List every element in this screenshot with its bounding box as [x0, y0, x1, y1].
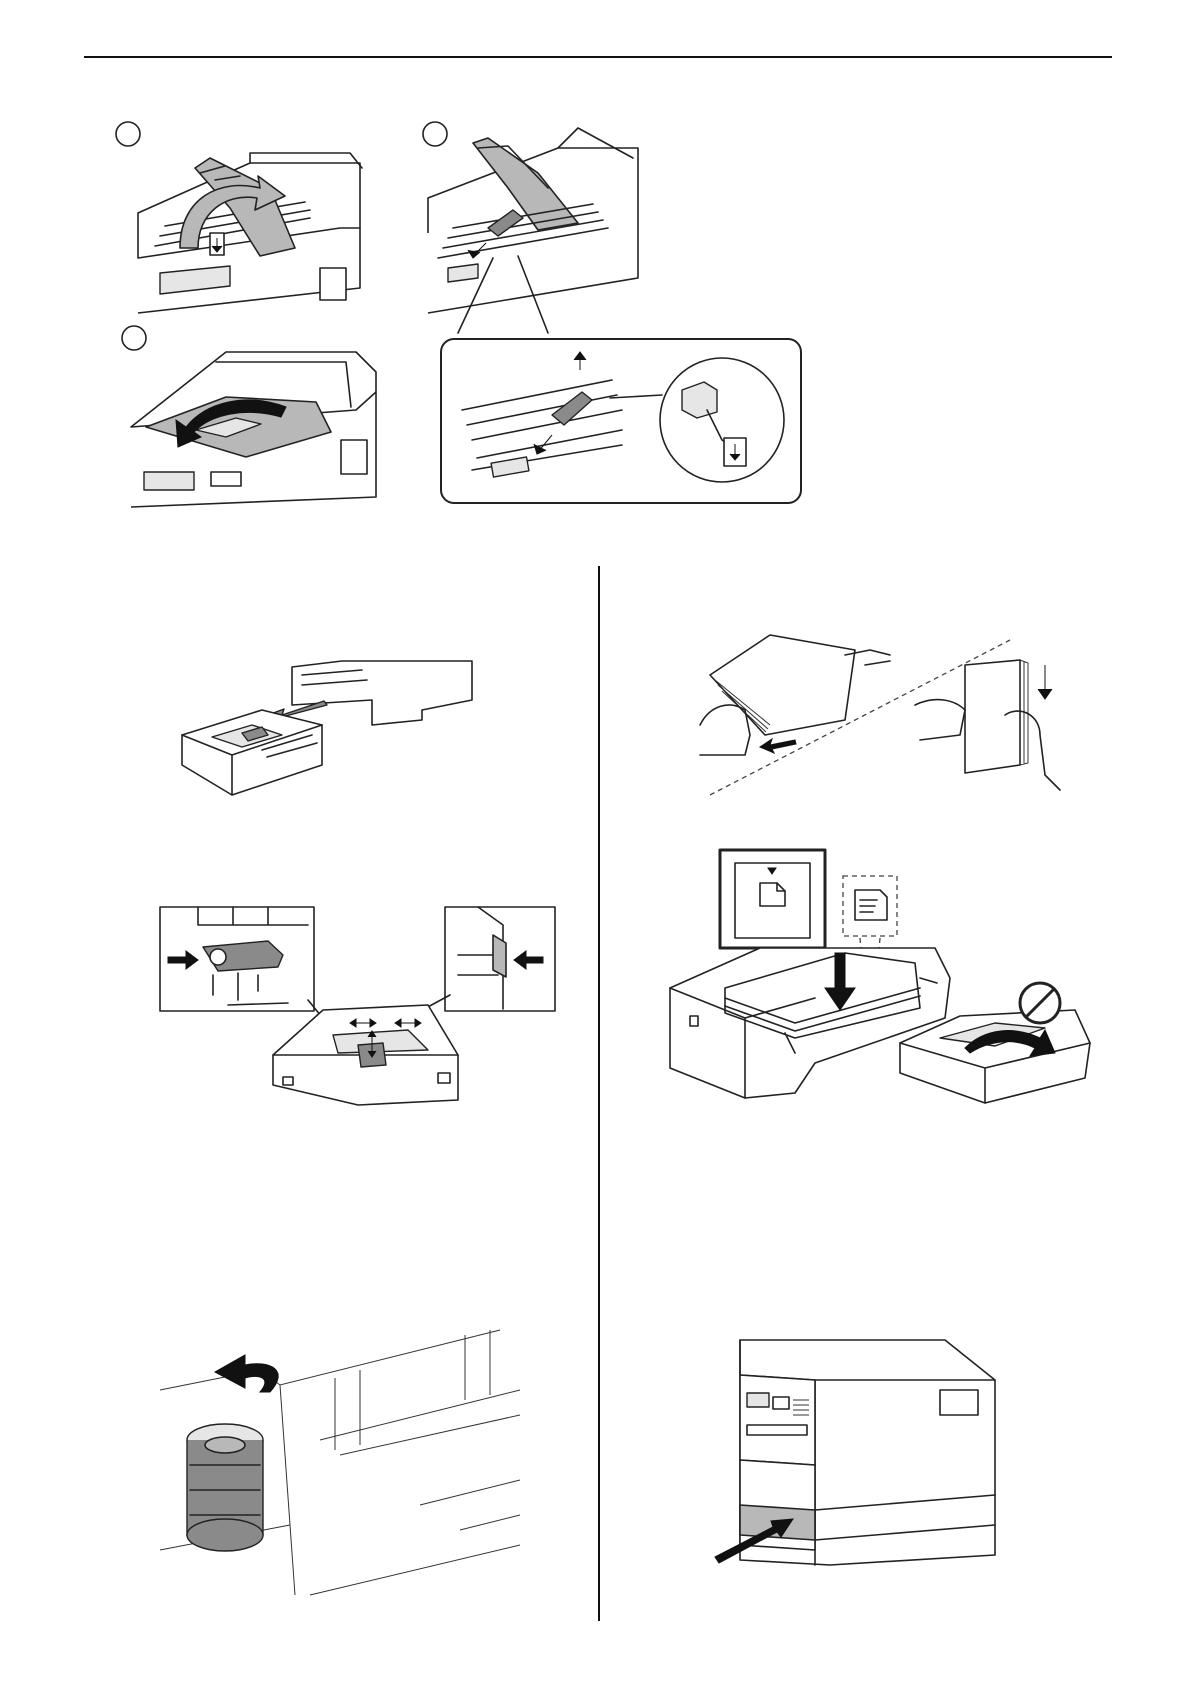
lever-detail-magnified-illustration [442, 340, 800, 502]
open-top-cover-figure [110, 118, 375, 318]
paper-size-dial-illustration [160, 1330, 530, 1595]
printer-output-tray-close-illustration [116, 322, 381, 507]
lever-detail-figure [440, 338, 802, 504]
load-paper-into-cassette-illustration [665, 848, 1120, 1108]
adjust-guides-figure [158, 905, 558, 1110]
header-rule [84, 56, 1112, 58]
printer-cover-lever-pull-illustration [418, 118, 648, 328]
pull-cassette-figure [172, 655, 472, 805]
close-cover-figure [116, 322, 381, 507]
insert-cassette-figure [705, 1335, 1005, 1585]
paper-guide-adjust-illustration [158, 905, 558, 1110]
release-lever-figure [418, 118, 648, 328]
column-divider [598, 566, 600, 1621]
cassette-pull-out-illustration [172, 655, 472, 805]
fan-paper-figure [690, 625, 1070, 805]
size-dial-figure [160, 1330, 530, 1595]
printer-top-cover-open-illustration [110, 118, 375, 318]
load-paper-figure [665, 848, 1120, 1108]
push-cassette-into-printer-illustration [705, 1335, 1005, 1585]
fan-and-tap-paper-illustration [690, 625, 1070, 805]
